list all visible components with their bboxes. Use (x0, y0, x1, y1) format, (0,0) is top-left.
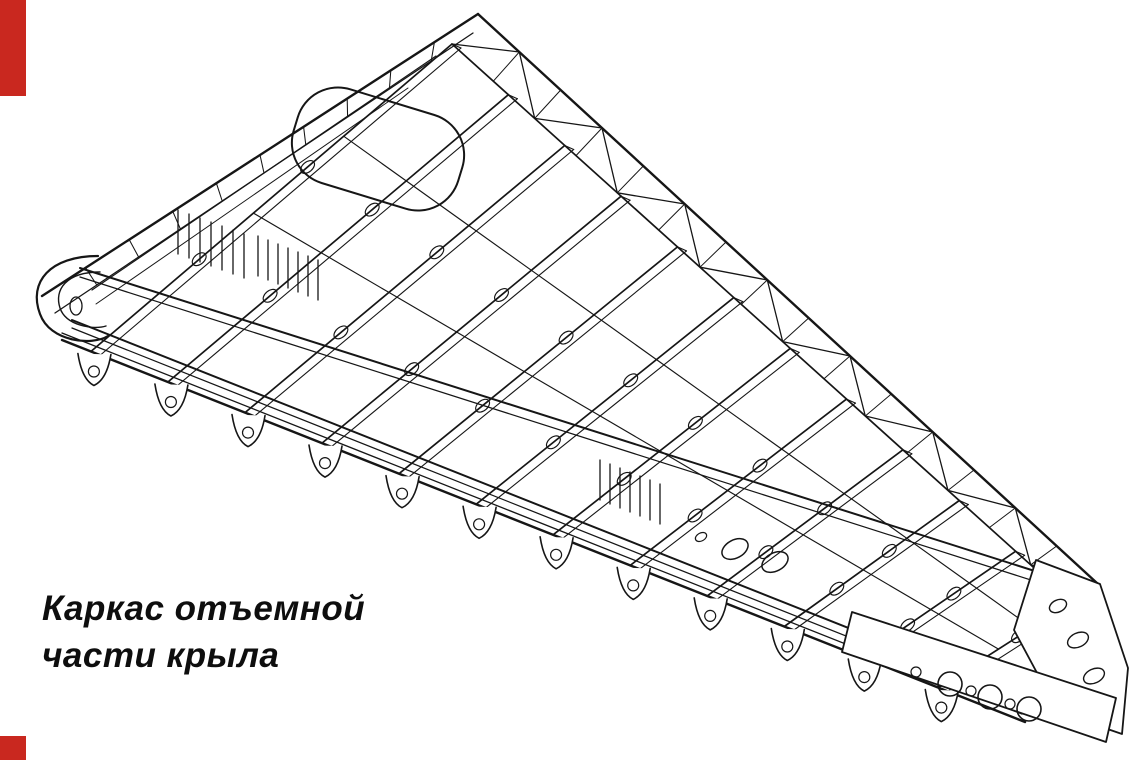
panel-details (91, 55, 789, 574)
red-edge-mark-top (0, 0, 26, 96)
figure-caption: Каркас отъемной части крыла (42, 586, 365, 679)
nose-rib-tabs (77, 352, 960, 723)
wing-tip (35, 254, 110, 343)
red-edge-mark-bottom (0, 736, 26, 760)
trailing-edge-truss (451, 12, 1100, 603)
caption-line-2: части крыла (42, 635, 280, 675)
caption-line-1: Каркас отъемной (42, 589, 366, 628)
root-rib (841, 559, 1129, 743)
